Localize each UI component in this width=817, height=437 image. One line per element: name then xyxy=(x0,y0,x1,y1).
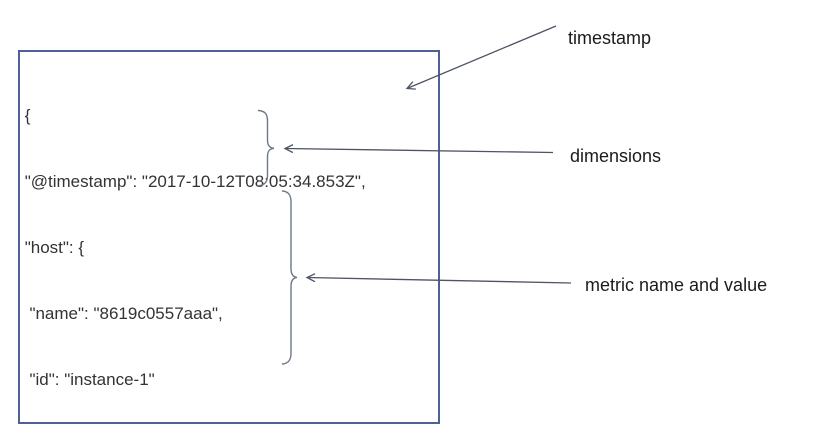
annotation-metric: metric name and value xyxy=(585,275,768,295)
code-line: { xyxy=(20,106,31,125)
document-box: { "@timestamp": "2017-10-12T08:05:34.853… xyxy=(18,50,440,437)
annotation-dimensions: dimensions xyxy=(570,146,662,166)
code-line-host: "host": { xyxy=(20,238,85,257)
code-line-host-id: "id": "instance-1" xyxy=(20,370,155,389)
code-line-timestamp: "@timestamp": "2017-10-12T08:05:34.853Z"… xyxy=(20,172,366,191)
code-line-host-name: "name": "8619c0557aaa", xyxy=(20,304,223,323)
code-block: { "@timestamp": "2017-10-12T08:05:34.853… xyxy=(20,52,438,437)
annotation-timestamp: timestamp xyxy=(568,28,652,48)
